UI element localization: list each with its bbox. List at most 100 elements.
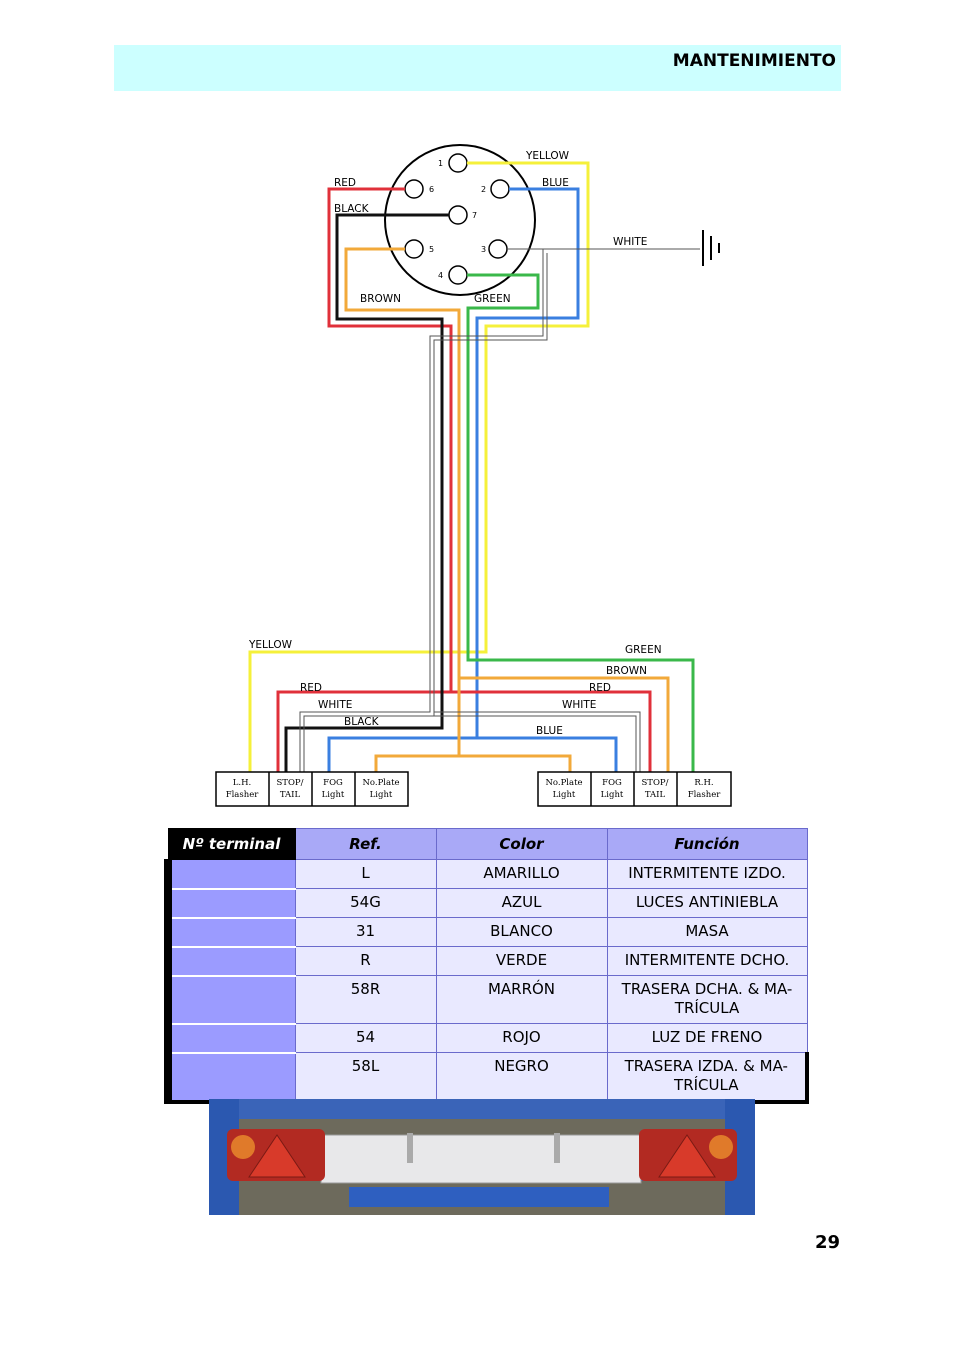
funcion-cell: MASA: [606, 917, 808, 947]
table-row: L AMARILLO INTERMITENTE IZDO.: [164, 859, 808, 890]
ground-icon: [702, 230, 720, 266]
section-header: MANTENIMIENTO: [114, 45, 841, 91]
pin-7: [448, 205, 468, 225]
funcion-cell: INTERMITENTE DCHO.: [606, 946, 808, 976]
table-row: 31 BLANCO MASA: [164, 917, 808, 948]
wire-yellow: [248, 161, 590, 773]
wire-blue: [327, 187, 580, 773]
label-yellow-bottom: YELLOW: [248, 639, 293, 651]
wire-brown: [344, 247, 670, 773]
ref-cell: 58L: [294, 1052, 437, 1104]
label-brown-right: BROWN: [606, 665, 647, 677]
pin-6: [404, 179, 424, 199]
pin-label: 5: [429, 245, 434, 254]
pin-3: [488, 239, 508, 259]
wire-red: [276, 187, 453, 773]
lamp-lh-flasher: L.H.: [233, 778, 251, 788]
lamp-fog-right: FOG: [602, 778, 622, 788]
lamp-rh-flasher: R.H.: [694, 778, 713, 788]
funcion-cell: LUZ DE FRENO: [606, 1023, 808, 1053]
label-red: RED: [334, 177, 356, 189]
color-cell: AZUL: [435, 888, 608, 918]
funcion-cell: LUCES ANTINIEBLA: [606, 888, 808, 918]
svg-text:Light: Light: [553, 790, 576, 800]
header-terminal: Nº terminal: [167, 828, 296, 860]
pin-label: 1: [438, 159, 443, 168]
label-brown: BROWN: [360, 293, 401, 305]
table-row: 54G AZUL LUCES ANTINIEBLA: [164, 888, 808, 919]
terminal-cell: [164, 975, 296, 1025]
lamp-noplate-right: No.Plate: [545, 778, 582, 788]
wire-blue-right: [477, 736, 618, 773]
wire-brown-right2: [459, 754, 572, 773]
terminal-cell: [164, 1023, 296, 1054]
header-ref: Ref.: [294, 828, 437, 860]
pin-label: 2: [481, 185, 486, 194]
color-cell: MARRÓN: [435, 975, 608, 1024]
svg-text:Light: Light: [370, 790, 393, 800]
wire-green: [466, 273, 695, 773]
wiring-diagram: 1 2 3 4 5 6 7 YELLOW RED BLUE BLACK: [215, 144, 732, 807]
color-cell: NEGRO: [435, 1052, 608, 1104]
label-green: GREEN: [474, 293, 511, 305]
lamp-stop-tail-right: STOP/: [641, 778, 668, 788]
funcion-cell: INTERMITENTE IZDO.: [606, 859, 808, 889]
ref-cell: 54G: [294, 888, 437, 918]
table-row: R VERDE INTERMITENTE DCHO.: [164, 946, 808, 977]
lamp-stop-tail-left: STOP/: [276, 778, 303, 788]
page-number: 29: [814, 1232, 840, 1253]
ref-cell: R: [294, 946, 437, 976]
section-title: MANTENIMIENTO: [672, 51, 836, 71]
wire-black: [284, 213, 449, 773]
color-cell: VERDE: [435, 946, 608, 976]
pin-4: [448, 265, 468, 285]
wire-red-right: [451, 690, 652, 773]
pin-label: 4: [438, 271, 443, 280]
color-cell: AMARILLO: [435, 859, 608, 889]
terminal-cell: [164, 946, 296, 977]
label-yellow: YELLOW: [525, 150, 570, 162]
table-row: 58L NEGRO TRASERA IZDA. & MA- TRÍCULA: [164, 1052, 809, 1104]
color-cell: ROJO: [435, 1023, 608, 1053]
svg-text:Flasher: Flasher: [688, 790, 722, 800]
label-green-right: GREEN: [625, 644, 662, 656]
pin-1: [448, 153, 468, 173]
table-header-row: Nº terminal Ref. Color Función: [167, 828, 808, 860]
label-black: BLACK: [334, 203, 370, 215]
funcion-cell: TRASERA IZDA. & MA- TRÍCULA: [606, 1052, 809, 1104]
lamp-noplate-left: No.Plate: [362, 778, 399, 788]
terminal-cell: [164, 859, 296, 890]
svg-text:Light: Light: [322, 790, 345, 800]
ref-cell: 31: [294, 917, 437, 947]
connector-pins: [404, 153, 510, 285]
connector-outline: [384, 144, 536, 296]
terminal-cell: [164, 917, 296, 948]
pin-5: [404, 239, 424, 259]
trailer-lights-photo: [209, 1099, 755, 1215]
ref-cell: 58R: [294, 975, 437, 1024]
color-cell: BLANCO: [435, 917, 608, 947]
wire-brown-left: [374, 678, 461, 773]
label-blue: BLUE: [542, 177, 569, 189]
header-color: Color: [435, 828, 608, 860]
pin-label: 7: [472, 211, 477, 220]
label-blue-right: BLUE: [536, 725, 563, 737]
table-row: 58R MARRÓN TRASERA DCHA. & MA- TRÍCULA: [164, 975, 808, 1025]
pin-2: [490, 179, 510, 199]
ref-cell: 54: [294, 1023, 437, 1053]
terminal-table: Nº terminal Ref. Color Función L AMARILL…: [164, 828, 809, 1104]
terminal-cell: [164, 888, 296, 919]
pin-label: 6: [429, 185, 434, 194]
header-funcion: Función: [606, 828, 808, 860]
funcion-cell: TRASERA DCHA. & MA- TRÍCULA: [606, 975, 808, 1024]
label-white: WHITE: [613, 236, 647, 248]
svg-text:Light: Light: [601, 790, 624, 800]
label-red-left: RED: [300, 682, 322, 694]
label-red-right: RED: [589, 682, 611, 694]
label-white-left: WHITE: [318, 699, 352, 711]
ref-cell: L: [294, 859, 437, 889]
table-row: 54 ROJO LUZ DE FRENO: [164, 1023, 808, 1054]
svg-text:Flasher: Flasher: [226, 790, 260, 800]
svg-text:TAIL: TAIL: [645, 790, 666, 800]
pin-label: 3: [481, 245, 486, 254]
